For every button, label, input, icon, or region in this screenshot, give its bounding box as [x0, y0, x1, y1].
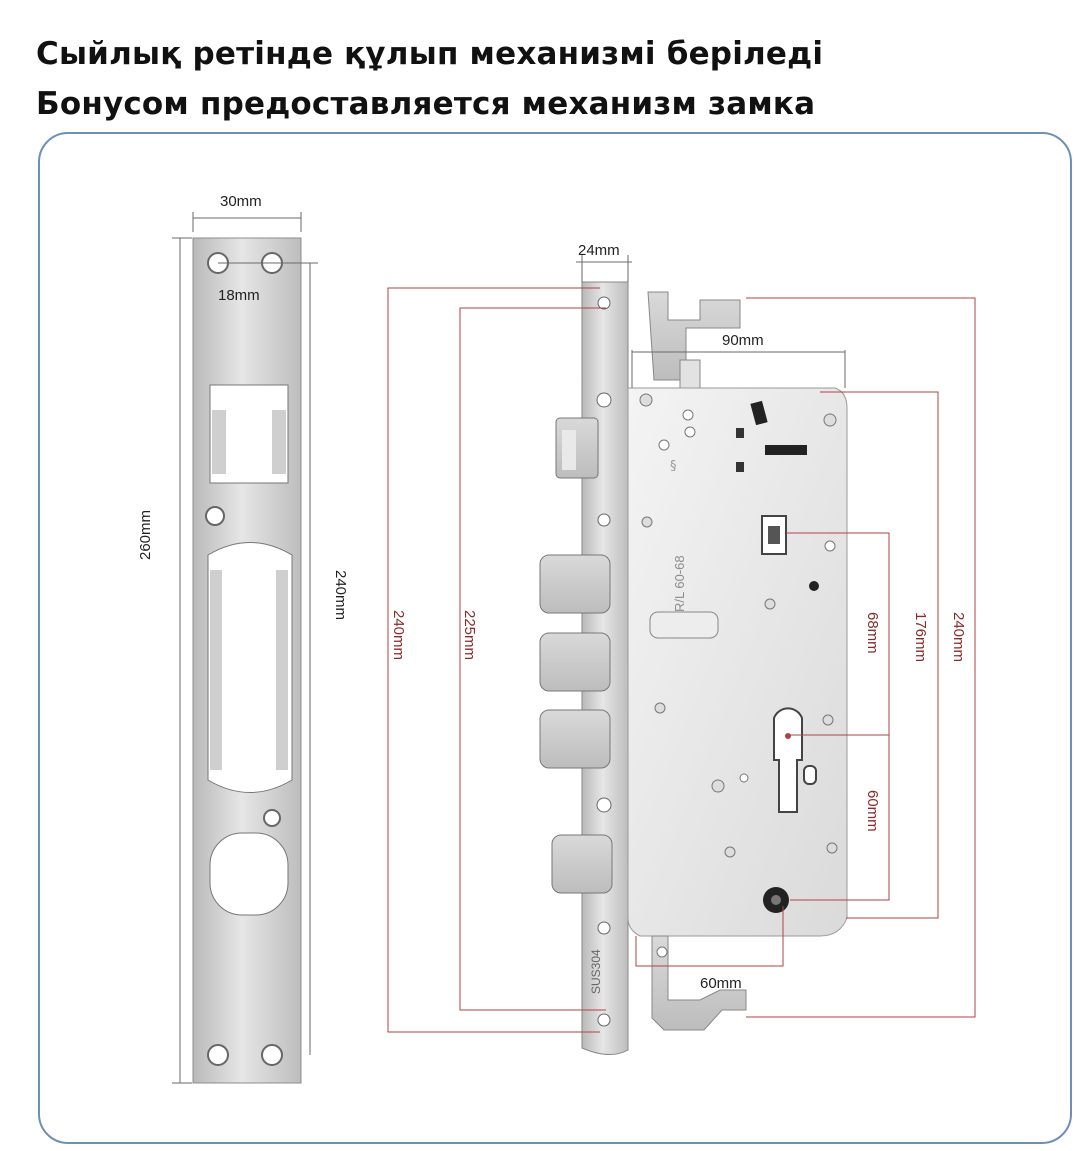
- strike-width-label: 30mm: [220, 193, 262, 210]
- screw-hole-icon: [261, 1044, 283, 1066]
- strike-inner-height-label: 240mm: [332, 570, 349, 620]
- screw-hole-icon: [207, 1044, 229, 1066]
- deadbolt-4: [551, 834, 613, 894]
- deadbolt-2: [539, 632, 611, 692]
- material-stamp: SUS304: [589, 949, 603, 994]
- cylinder-hole-icon: [773, 707, 803, 813]
- handle-to-cylinder-label: 68mm: [864, 612, 881, 654]
- deadbolt-1: [539, 554, 611, 614]
- svg-text:§: §: [670, 459, 677, 474]
- strike-height-label: 260mm: [137, 510, 154, 560]
- cylinder-to-drive-label: 60mm: [864, 790, 881, 832]
- heading-russian: Бонусом предоставляется механизм замка: [36, 86, 816, 122]
- strike-plate: [192, 237, 302, 1084]
- faceplate-width-label: 24mm: [578, 242, 620, 259]
- heading-kazakh: Сыйлық ретінде құлып механизмі беріледі: [36, 36, 824, 72]
- bolt-span-label: 225mm: [461, 610, 478, 660]
- case-width-label: 90mm: [722, 332, 764, 349]
- spindle-to-bottom-label: 176mm: [912, 612, 929, 662]
- faceplate-length-label: 240mm: [390, 610, 407, 660]
- hole-spacing-label: 18mm: [218, 287, 260, 304]
- case-height-label: 240mm: [950, 612, 967, 662]
- deadbolt-3: [539, 709, 611, 769]
- backset-label: 60mm: [700, 975, 742, 992]
- lock-mechanism: SUS304 § R/L 60-68: [539, 281, 848, 1055]
- model-stamp: R/L 60-68: [672, 555, 687, 612]
